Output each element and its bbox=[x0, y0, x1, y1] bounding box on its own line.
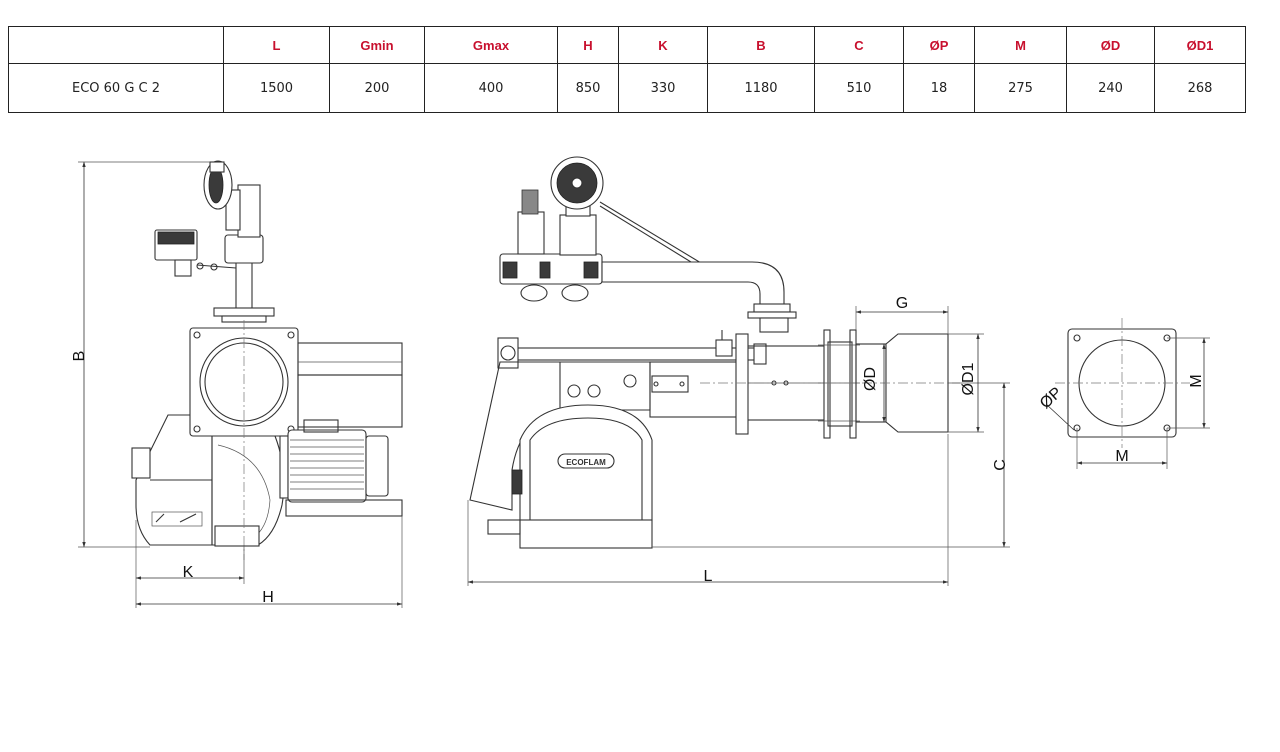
label-M-bottom: M bbox=[1115, 448, 1128, 465]
cell-H: 850 bbox=[557, 63, 619, 113]
cell-K: 330 bbox=[618, 63, 708, 113]
table-header-row: L Gmin Gmax H K B C ØP M ØD ØD1 bbox=[8, 26, 1246, 64]
header-Gmin: Gmin bbox=[329, 26, 425, 64]
motor-fins bbox=[290, 439, 364, 490]
cell-Gmin: 200 bbox=[329, 63, 425, 113]
header-B: B bbox=[707, 26, 815, 64]
dimension-labels: B K H L G C ØD ØD1 ØP M M bbox=[71, 295, 1205, 606]
cell-D1: 268 bbox=[1154, 63, 1246, 113]
dimensions-table: L Gmin Gmax H K B C ØP M ØD ØD1 ECO 60 G… bbox=[8, 26, 1246, 113]
dimension-lines bbox=[78, 161, 1210, 608]
brand-plate: ECOFLAM bbox=[566, 458, 606, 467]
cell-P: 18 bbox=[903, 63, 975, 113]
label-P: ØP bbox=[1037, 384, 1066, 412]
cell-M: 275 bbox=[974, 63, 1067, 113]
cell-Gmax: 400 bbox=[424, 63, 558, 113]
table-row: ECO 60 G C 2 1500 200 400 850 330 1180 5… bbox=[8, 63, 1246, 113]
header-C: C bbox=[814, 26, 904, 64]
label-L: L bbox=[704, 568, 713, 585]
header-P: ØP bbox=[903, 26, 975, 64]
header-D1: ØD1 bbox=[1154, 26, 1246, 64]
side-view: ECOFLAM bbox=[469, 156, 960, 549]
cell-model: ECO 60 G C 2 bbox=[8, 63, 224, 113]
label-C: C bbox=[992, 459, 1009, 471]
cell-C: 510 bbox=[814, 63, 904, 113]
label-K: K bbox=[183, 564, 194, 581]
header-Gmax: Gmax bbox=[424, 26, 558, 64]
label-M-right: M bbox=[1188, 374, 1205, 387]
label-D1: ØD1 bbox=[960, 362, 977, 395]
label-H: H bbox=[262, 589, 274, 606]
flange-view bbox=[1055, 318, 1190, 448]
front-view bbox=[131, 160, 403, 560]
label-B: B bbox=[71, 351, 88, 362]
header-D: ØD bbox=[1066, 26, 1155, 64]
cell-D: 240 bbox=[1066, 63, 1155, 113]
label-D: ØD bbox=[862, 367, 879, 391]
cell-L: 1500 bbox=[223, 63, 330, 113]
label-G: G bbox=[896, 295, 908, 312]
cell-B: 1180 bbox=[707, 63, 815, 113]
